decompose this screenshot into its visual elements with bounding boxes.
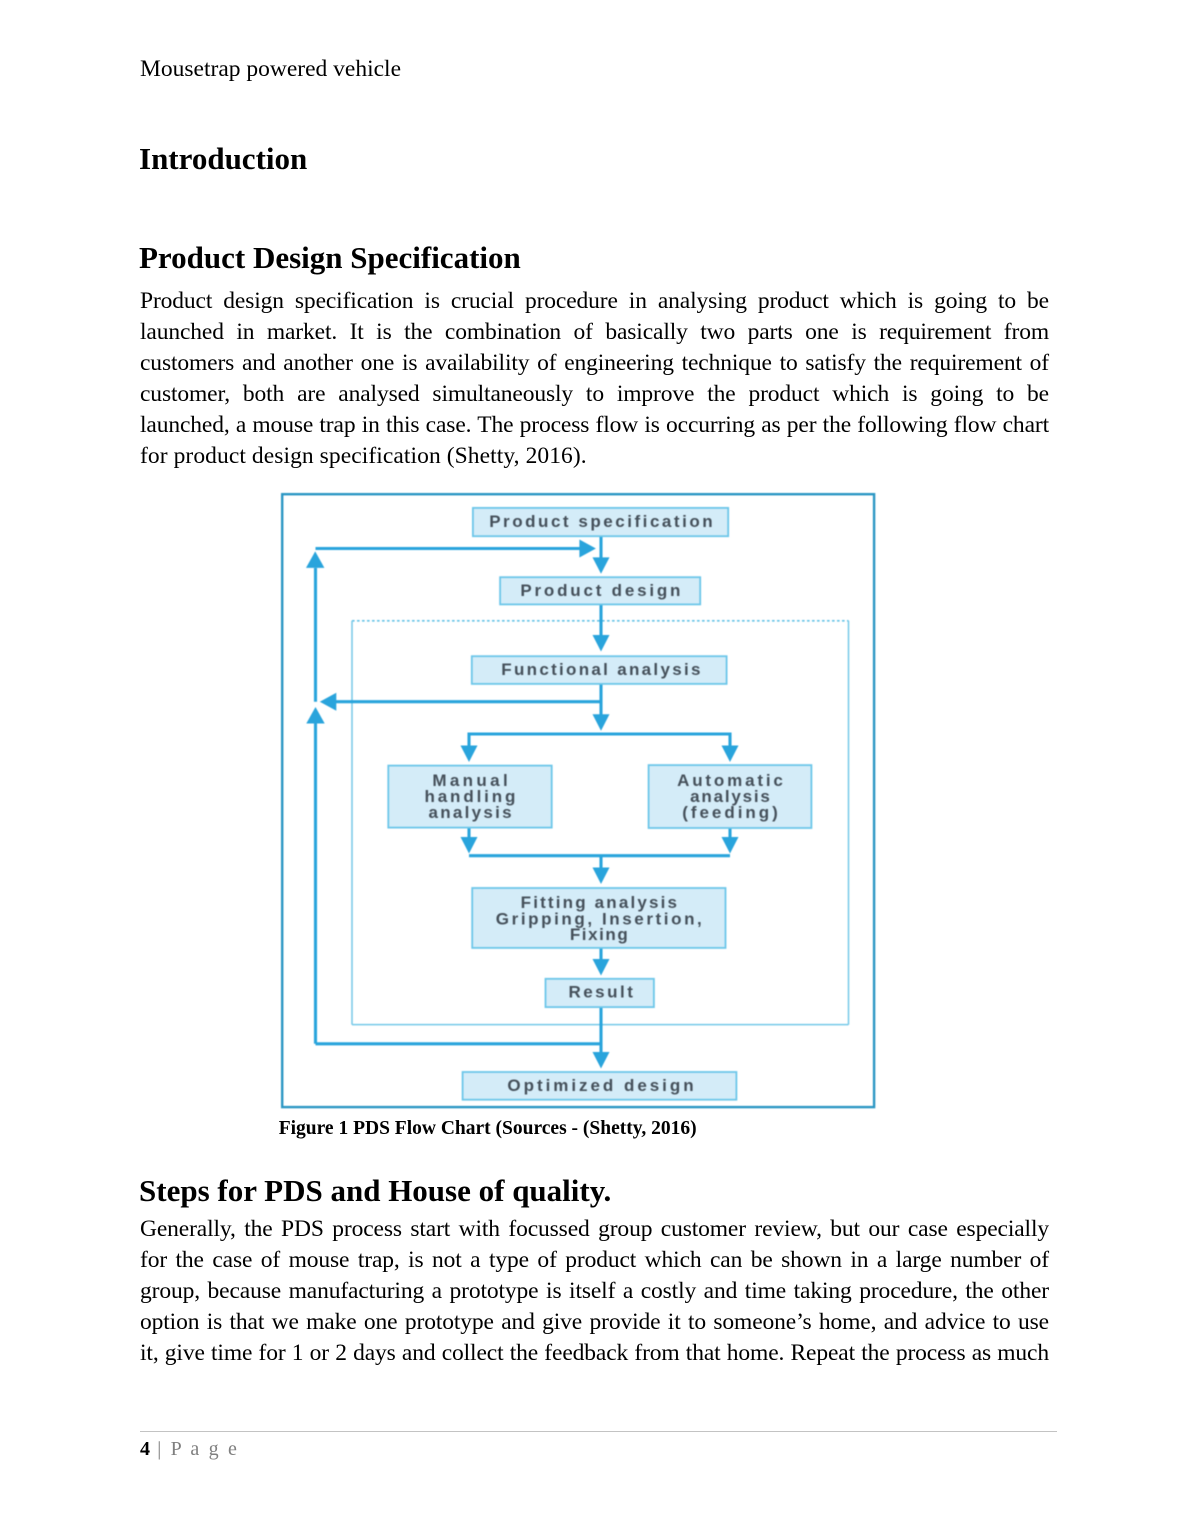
- svg-text:Fitting analysis: Fitting analysis: [521, 893, 679, 912]
- svg-text:handling: handling: [424, 787, 518, 806]
- svg-text:Functional analysis: Functional analysis: [501, 660, 702, 679]
- svg-text:analysis: analysis: [690, 787, 771, 806]
- svg-text:Fixing: Fixing: [570, 925, 629, 944]
- svg-text:Result: Result: [568, 983, 635, 1002]
- svg-text:Gripping, Insertion,: Gripping, Insertion,: [496, 910, 705, 929]
- svg-text:Optimized design: Optimized design: [507, 1076, 696, 1095]
- svg-text:Manual: Manual: [432, 771, 511, 790]
- svg-text:(feeding): (feeding): [682, 803, 781, 822]
- svg-text:Product design: Product design: [520, 581, 683, 600]
- svg-text:Automatic: Automatic: [677, 771, 786, 790]
- svg-text:analysis: analysis: [428, 803, 514, 822]
- svg-text:Product specification: Product specification: [489, 512, 715, 531]
